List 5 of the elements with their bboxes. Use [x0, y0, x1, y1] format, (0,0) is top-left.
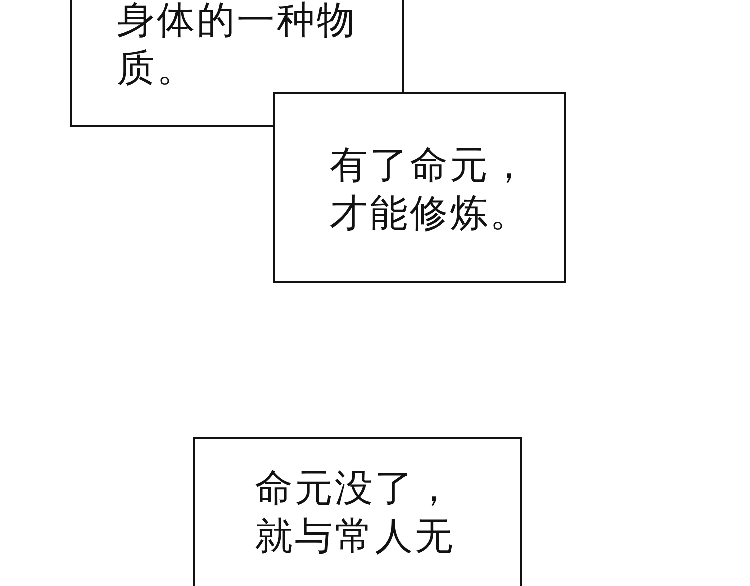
dialogue-text: 身体的一种物质。 [117, 0, 358, 92]
dialogue-text: 有了命元，才能修炼。 [330, 142, 531, 237]
speech-box [193, 437, 522, 586]
speech-box [273, 92, 566, 283]
dialogue-text: 命元没了，就与常人无 [255, 465, 456, 560]
